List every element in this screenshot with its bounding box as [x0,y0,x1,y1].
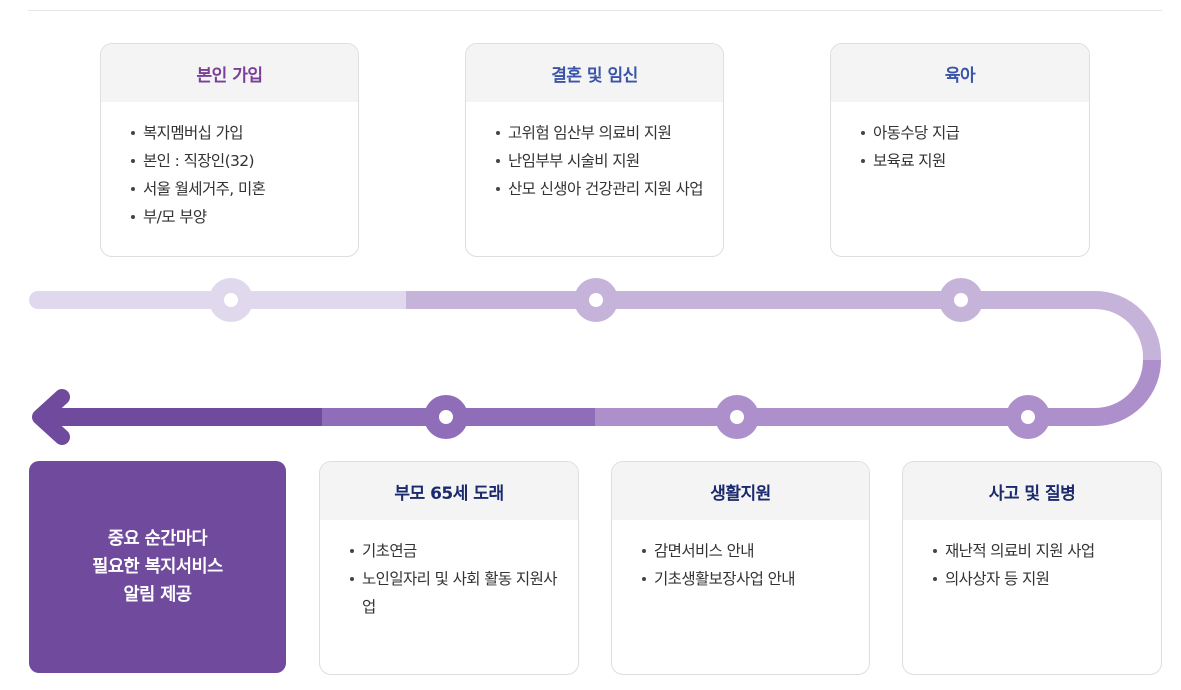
stage-card-marriage-pregnancy: 결혼 및 임신 고위험 임산부 의료비 지원 난임부부 시술비 지원 산모 신생… [465,43,724,257]
stage-card-childcare: 육아 아동수당 지급 보육료 지원 [830,43,1090,257]
highlight-box: 중요 순간마다 필요한 복지서비스 알림 제공 [29,461,286,673]
stage-item-list: 고위험 임산부 의료비 지원 난임부부 시술비 지원 산모 신생아 건강관리 지… [466,102,723,203]
stage-item: 본인 : 직장인(32) [129,147,344,175]
stage-item-list: 감면서비스 안내 기초생활보장사업 안내 [612,520,869,593]
stage-card-self-join: 본인 가입 복지멤버십 가입 본인 : 직장인(32) 서울 월세거주, 미혼 … [100,43,359,257]
track-curve-lower [1094,359,1161,426]
stage-title: 결혼 및 임신 [466,44,723,102]
timeline-node [574,278,618,322]
stage-card-parents-65: 부모 65세 도래 기초연금 노인일자리 및 사회 활동 지원사업 [319,461,579,675]
stage-item-list: 아동수당 지급 보육료 지원 [831,102,1089,175]
stage-item: 의사상자 등 지원 [931,565,1147,593]
stage-title: 부모 65세 도래 [320,462,578,520]
arrow-left-icon [32,389,70,445]
highlight-line: 알림 제공 [123,585,193,605]
stage-title: 본인 가입 [101,44,358,102]
top-divider [28,10,1162,11]
stage-title: 생활지원 [612,462,869,520]
stage-card-living-support: 생활지원 감면서비스 안내 기초생활보장사업 안내 [611,461,870,675]
timeline-node [939,278,983,322]
timeline-node [1006,395,1050,439]
stage-item: 아동수당 지급 [859,119,1075,147]
stage-item: 고위험 임산부 의료비 지원 [494,119,709,147]
stage-item: 부/모 부양 [129,203,344,231]
stage-item: 기초연금 [348,537,564,565]
highlight-line: 중요 순간마다 [107,529,208,549]
stage-item: 감면서비스 안내 [640,537,855,565]
stage-card-accident-illness: 사고 및 질병 재난적 의료비 지원 사업 의사상자 등 지원 [902,461,1162,675]
stage-item: 노인일자리 및 사회 활동 지원사업 [348,565,564,621]
stage-item: 재난적 의료비 지원 사업 [931,537,1147,565]
stage-item: 복지멤버십 가입 [129,119,344,147]
stage-item: 산모 신생아 건강관리 지원 사업 [494,175,709,203]
timeline-node [715,395,759,439]
timeline-node [424,395,468,439]
stage-item: 서울 월세거주, 미혼 [129,175,344,203]
stage-item: 난임부부 시술비 지원 [494,147,709,175]
highlight-line: 필요한 복지서비스 [92,557,223,577]
track-curve [1094,291,1161,358]
stage-item-list: 복지멤버십 가입 본인 : 직장인(32) 서울 월세거주, 미혼 부/모 부양 [101,102,358,231]
stage-title: 사고 및 질병 [903,462,1161,520]
stage-item: 보육료 지원 [859,147,1075,175]
stage-title: 육아 [831,44,1089,102]
timeline-node [209,278,253,322]
stage-item: 기초생활보장사업 안내 [640,565,855,593]
stage-item-list: 기초연금 노인일자리 및 사회 활동 지원사업 [320,520,578,621]
stage-item-list: 재난적 의료비 지원 사업 의사상자 등 지원 [903,520,1161,593]
